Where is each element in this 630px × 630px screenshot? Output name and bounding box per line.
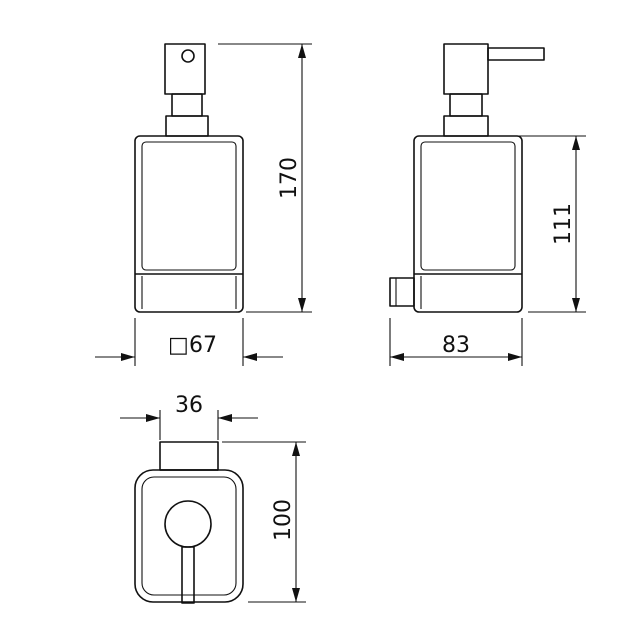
side-wall-bracket (389, 277, 415, 307)
dim-plate-width-label: 36 (175, 393, 203, 418)
dim-height-body-label: 111 (551, 203, 576, 245)
dim-width-square-label: 67 (189, 333, 217, 358)
side-pump-neck (449, 93, 483, 117)
top-view (134, 441, 244, 604)
top-body-outer (134, 469, 244, 603)
side-container-inner (420, 141, 516, 271)
front-collar (165, 115, 209, 137)
top-wall-plate (159, 441, 219, 471)
front-view (134, 43, 244, 313)
dim-depth: 83 (389, 318, 523, 366)
dim-depth-label: 83 (442, 333, 470, 358)
dim-height-total-label: 170 (277, 157, 302, 199)
side-pump-head (443, 43, 489, 95)
front-pump-neck (171, 93, 203, 117)
front-body-outer (134, 135, 244, 313)
dim-square-symbol: □ (168, 333, 189, 358)
side-view (389, 43, 545, 313)
dim-height-body: 111 (492, 135, 586, 313)
top-body-inner (141, 476, 237, 596)
top-pump-head (164, 500, 212, 548)
dim-plate-height-label: 100 (271, 499, 296, 541)
dim-height-total: 170 (218, 43, 312, 313)
front-pump-hole (181, 49, 195, 63)
front-container-inner (141, 141, 237, 271)
top-spout (181, 546, 195, 604)
dim-plate-width: 36 (120, 393, 258, 440)
dim-width-square: □ 67 (95, 318, 283, 366)
side-body-outer (413, 135, 523, 313)
side-spout (487, 47, 545, 61)
dim-plate-height: 100 (222, 441, 306, 603)
side-collar (443, 115, 489, 137)
